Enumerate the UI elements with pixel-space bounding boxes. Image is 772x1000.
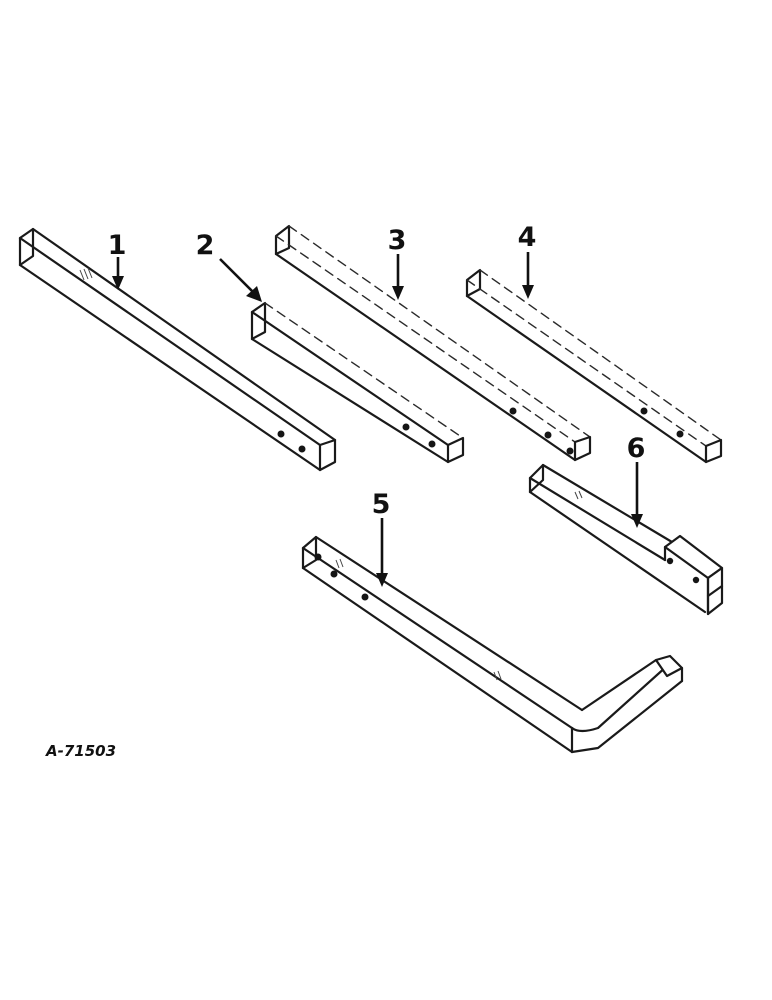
- callout-arrow-4: [522, 252, 534, 299]
- part-6-end-face: [528, 463, 545, 494]
- part-2-hole: [402, 423, 410, 431]
- part-3-hole: [509, 407, 517, 415]
- callout-arrow-2: [219, 258, 262, 302]
- part-6-block: [663, 534, 724, 616]
- part-5-bar: [301, 535, 684, 754]
- part-3-far-end: [573, 435, 592, 462]
- part-4-bar: [465, 268, 723, 464]
- callout-5: 5: [372, 489, 391, 520]
- callout-4: 4: [518, 222, 537, 253]
- part-2-bar: [250, 301, 465, 464]
- callout-arrow-5: [376, 518, 388, 587]
- part-2-hole: [428, 440, 436, 448]
- part-1-hole: [298, 445, 306, 453]
- part-6-hole: [666, 557, 674, 565]
- part-1-bar: [18, 227, 337, 472]
- part-5-hole: [330, 570, 338, 578]
- part-2-far-end: [446, 436, 465, 464]
- part-4-far-end: [704, 438, 723, 464]
- part-4-end-face: [465, 268, 482, 298]
- callout-1: 1: [108, 230, 127, 261]
- part-2-end-face: [250, 301, 267, 341]
- callout-arrow-1: [112, 257, 124, 290]
- part-5-hole: [361, 593, 369, 601]
- callout-3: 3: [388, 225, 407, 256]
- callout-6: 6: [627, 433, 646, 464]
- callout-2: 2: [196, 230, 215, 261]
- part-1-hole: [277, 430, 285, 438]
- part-1-end-face: [18, 227, 35, 267]
- part-3-hole: [566, 447, 574, 455]
- part-1-far-end: [318, 438, 337, 472]
- part-6-bar: [528, 463, 724, 616]
- part-4-hole: [676, 430, 684, 438]
- part-5-hole: [314, 553, 322, 561]
- part-3-hole: [544, 431, 552, 439]
- part-6-hole: [692, 576, 700, 584]
- part-4-hole: [640, 407, 648, 415]
- part-3-bar: [274, 224, 592, 462]
- figure-id: A-71503: [45, 742, 116, 760]
- callout-arrow-6: [631, 462, 643, 528]
- callout-arrow-3: [392, 254, 404, 300]
